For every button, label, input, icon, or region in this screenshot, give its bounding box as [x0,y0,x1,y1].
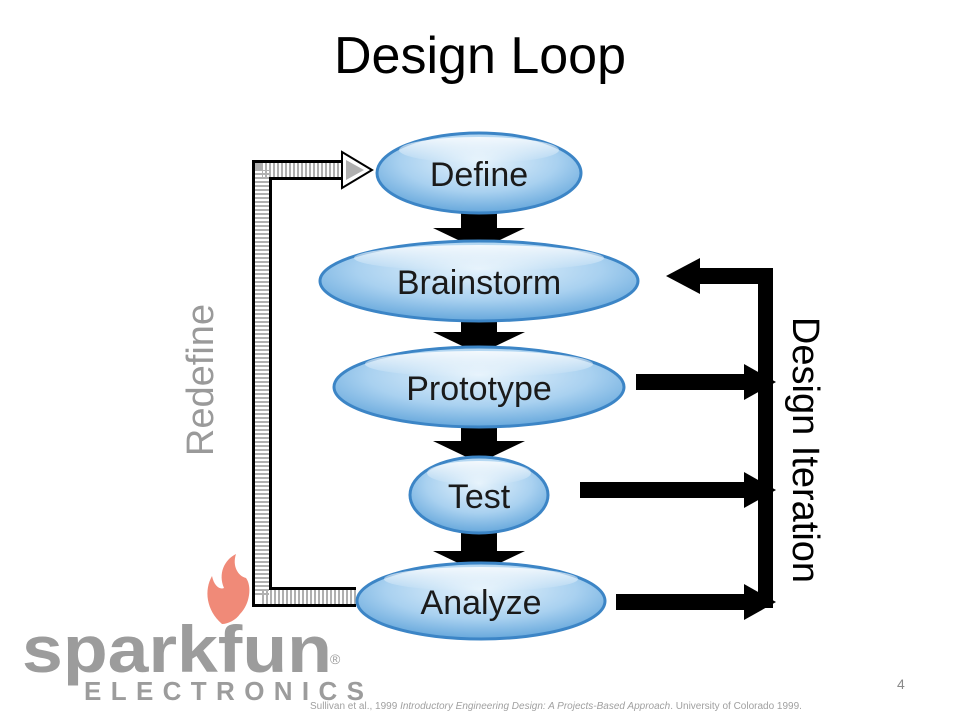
node-label-prototype: Prototype [406,370,552,408]
flame-icon [207,554,250,624]
logo-registered-mark: ® [330,651,341,667]
node-define: Define [375,131,583,215]
redefine-loop-arrow [252,150,374,607]
citation-publisher: University of Colorado 1999. [675,701,802,712]
citation-book-title: Introductory Engineering Design: A Proje… [400,701,671,712]
design-iteration-label: Design Iteration [784,317,826,583]
slide-title: Design Loop [334,27,626,85]
citation: Sullivan et al., 1999 Introductory Engin… [310,701,802,712]
node-label-define: Define [430,156,528,194]
page-number: 4 [897,676,905,692]
node-test: Test [408,455,550,535]
node-prototype: Prototype [332,345,626,429]
logo-wordmark: sparkfun [22,612,332,686]
citation-authors: Sullivan et al., 1999 [310,701,398,712]
sparkfun-logo: sparkfun ® ELECTRONICS [22,554,364,706]
node-brainstorm: Brainstorm [318,239,640,323]
node-analyze: Analyze [355,561,607,641]
design-iteration-loop [580,258,776,620]
node-label-test: Test [448,478,511,516]
node-label-brainstorm: Brainstorm [397,264,561,302]
redefine-label: Redefine [180,304,222,456]
node-label-analyze: Analyze [421,584,542,622]
